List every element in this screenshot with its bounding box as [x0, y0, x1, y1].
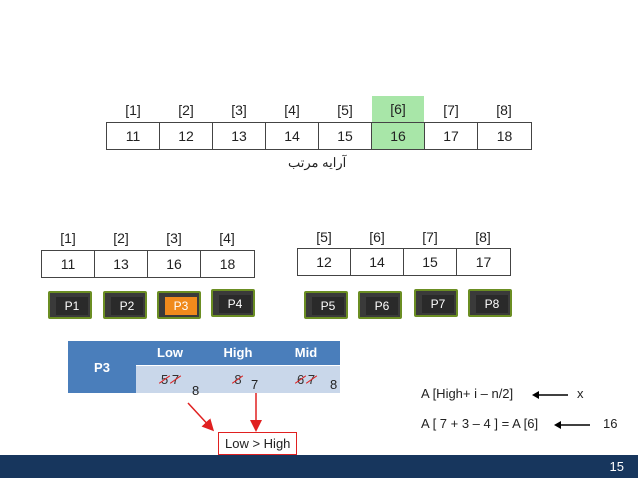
processor-row-label: P3	[68, 341, 136, 393]
index-label-highlighted: [6]	[372, 96, 424, 122]
struck-value: 5	[160, 371, 169, 387]
formula-line-1: A [High+ i – n/2]	[421, 386, 514, 401]
low-new-value: 8	[192, 383, 200, 398]
processor-label: P6	[366, 297, 398, 315]
index-label: [3]	[166, 230, 182, 246]
array-caption: آرایه مرتب	[288, 155, 347, 170]
column-header-mid: Mid	[272, 341, 340, 365]
mid-value-cell: 6 7	[272, 364, 340, 393]
arrows	[187, 393, 262, 432]
processor-chip-icon: P8	[468, 289, 512, 317]
struck-value: 7	[307, 371, 316, 387]
index-label: [5]	[337, 102, 353, 118]
index-label: [4]	[284, 102, 300, 118]
array-cell: 11	[107, 123, 160, 149]
array-cells: 11 12 13 14 15 16 17 18	[106, 122, 532, 150]
array-cell: 14	[266, 123, 319, 149]
processor-chip-icon: P7	[414, 289, 458, 317]
subarray-cells: 12 14 15 17	[297, 248, 511, 276]
index-label: [2]	[113, 230, 129, 246]
processor-label: P1	[56, 297, 88, 315]
processor-chip-icon-active: P3	[157, 291, 201, 319]
processor-label: P2	[111, 297, 143, 315]
low-value-cell: 5 7	[136, 364, 204, 393]
struck-value: 7	[171, 371, 180, 387]
struck-value: 6	[296, 371, 305, 387]
arrow-left-icon	[554, 421, 590, 429]
array-cell: 18	[219, 256, 236, 272]
index-label: [3]	[231, 102, 247, 118]
struck-value: 8	[234, 371, 242, 387]
array-cell: 18	[496, 128, 513, 144]
index-label: [2]	[178, 102, 194, 118]
processor-label: P8	[476, 295, 508, 313]
index-label: [7]	[422, 229, 438, 245]
processor-chip-icon: P4	[211, 289, 255, 317]
index-label: [1]	[125, 102, 141, 118]
mid-new-value: 8	[330, 377, 338, 392]
array-cell: 17	[425, 123, 478, 149]
processor-label: P3	[165, 297, 197, 315]
array-cell-highlighted: 16	[372, 123, 425, 149]
array-cell: 13	[213, 123, 266, 149]
processor-label: P4	[219, 295, 251, 313]
array-cell: 12	[298, 249, 351, 275]
index-label: [5]	[316, 229, 332, 245]
column-header-high: High	[204, 341, 272, 365]
index-label: [8]	[475, 229, 491, 245]
array-cell: 13	[95, 251, 148, 277]
array-cell: 17	[475, 254, 492, 270]
array-cell: 12	[160, 123, 213, 149]
high-value-cell: 8	[204, 364, 272, 393]
condition-box: Low > High	[218, 432, 298, 455]
array-cell: 15	[404, 249, 457, 275]
array-cell: 11	[42, 251, 95, 277]
column-header-low: Low	[136, 341, 204, 365]
index-label: [1]	[60, 230, 76, 246]
array-cell: 14	[351, 249, 404, 275]
footer-bar: 15	[0, 455, 638, 478]
processor-label: P7	[422, 295, 454, 313]
array-cell: 15	[319, 123, 372, 149]
formula-line-2: A [ 7 + 3 – 4 ] = A [6]	[421, 416, 539, 431]
processor-chip-icon: P5	[304, 291, 348, 319]
formula-line-1-result: x	[577, 386, 584, 401]
index-label: [7]	[443, 102, 459, 118]
subarray-cells: 11 13 16 18	[41, 250, 255, 278]
index-label: [4]	[219, 230, 235, 246]
high-new-value: 7	[251, 377, 259, 392]
page-number: 15	[609, 459, 624, 474]
arrow-low-to-condition	[187, 402, 215, 432]
p3-state-table: P3 Low High Mid 5 7 8 6 7	[68, 341, 340, 393]
processor-chip-icon: P6	[358, 291, 402, 319]
processor-chip-icon: P2	[103, 291, 147, 319]
formula-line-2-result: 16	[603, 416, 618, 431]
arrow-left-icon	[532, 391, 568, 399]
index-label: [8]	[496, 102, 512, 118]
index-label: [6]	[369, 229, 385, 245]
processor-label: P5	[312, 297, 344, 315]
array-cell: 16	[148, 251, 201, 277]
processor-chip-icon: P1	[48, 291, 92, 319]
